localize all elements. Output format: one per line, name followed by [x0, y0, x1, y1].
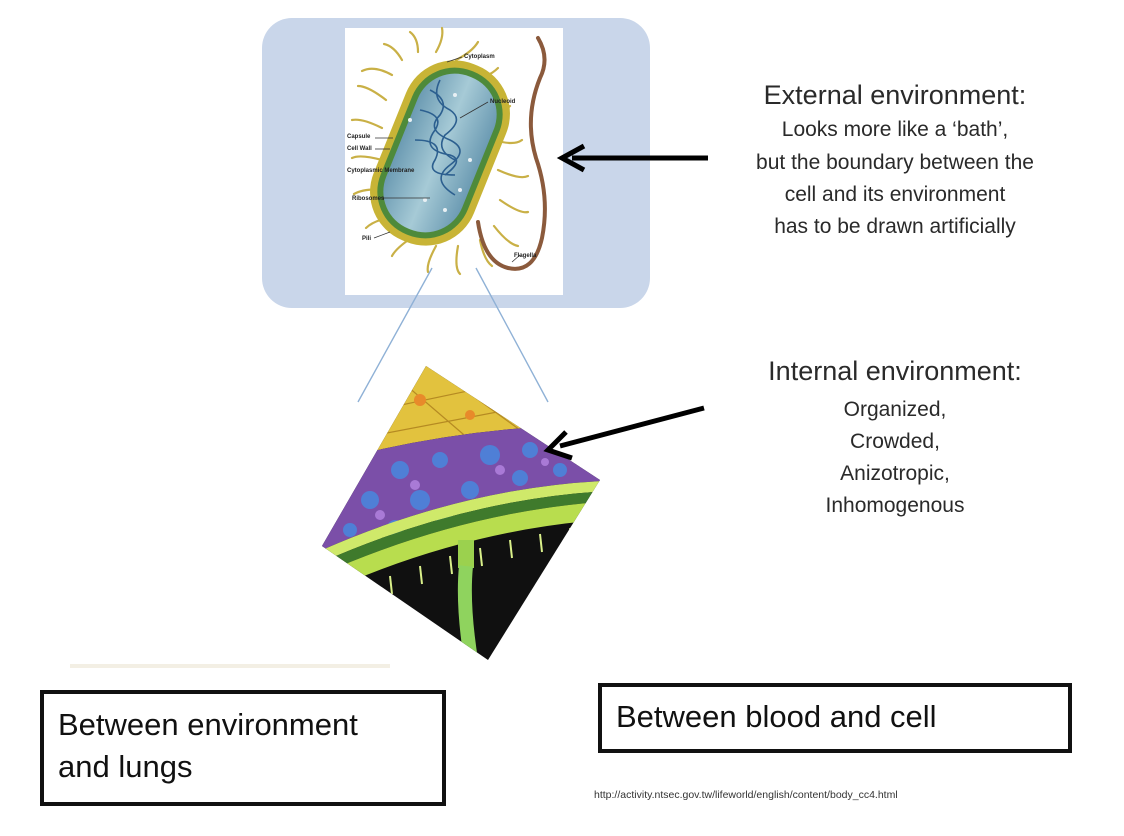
arrow-to-bacterium	[556, 143, 708, 173]
blood-cell-box: Between blood and cell	[598, 683, 1072, 753]
internal-line-3: Anizotropic,	[840, 462, 950, 485]
environment-lungs-line-1: Between environment	[58, 707, 358, 742]
cell-interior-illustration	[322, 366, 600, 660]
external-environment-title: External environment:	[763, 80, 1027, 110]
external-line-1: Looks more like a ‘bath’,	[781, 118, 1009, 141]
label-ribosomes: Ribosomes	[352, 196, 385, 202]
label-capsule: Capsule	[347, 134, 371, 140]
label-pili: Pili	[362, 236, 371, 242]
bacterium-illustration: Cytoplasm Nucleoid Capsule Cell Wall Cyt…	[347, 26, 547, 276]
external-line-4: has to be drawn artificially	[774, 215, 1016, 238]
zoom-line-left	[357, 267, 433, 403]
source-url: http://activity.ntsec.gov.tw/lifeworld/e…	[594, 789, 898, 801]
label-cytoplasmic-membrane: Cytoplasmic Membrane	[347, 168, 415, 174]
arrow-to-cell-interior	[543, 405, 705, 461]
environment-lungs-line-2: and lungs	[58, 749, 193, 784]
internal-line-2: Crowded,	[850, 430, 940, 453]
environment-lungs-box: Between environment and lungs	[40, 690, 446, 806]
blood-cell-label: Between blood and cell	[616, 699, 937, 734]
label-flagella: Flagella	[514, 253, 537, 259]
divider-strip	[70, 664, 390, 668]
external-line-3: cell and its environment	[784, 183, 1006, 206]
label-cell-wall: Cell Wall	[347, 146, 372, 152]
internal-line-4: Inhomogenous	[825, 494, 965, 517]
internal-environment-title: Internal environment:	[768, 356, 1022, 386]
zoom-line-right	[475, 267, 549, 403]
label-nucleoid: Nucleoid	[490, 99, 516, 105]
internal-line-1: Organized,	[843, 398, 947, 421]
label-cytoplasm: Cytoplasm	[464, 54, 495, 60]
external-line-2: but the boundary between the	[756, 151, 1034, 174]
